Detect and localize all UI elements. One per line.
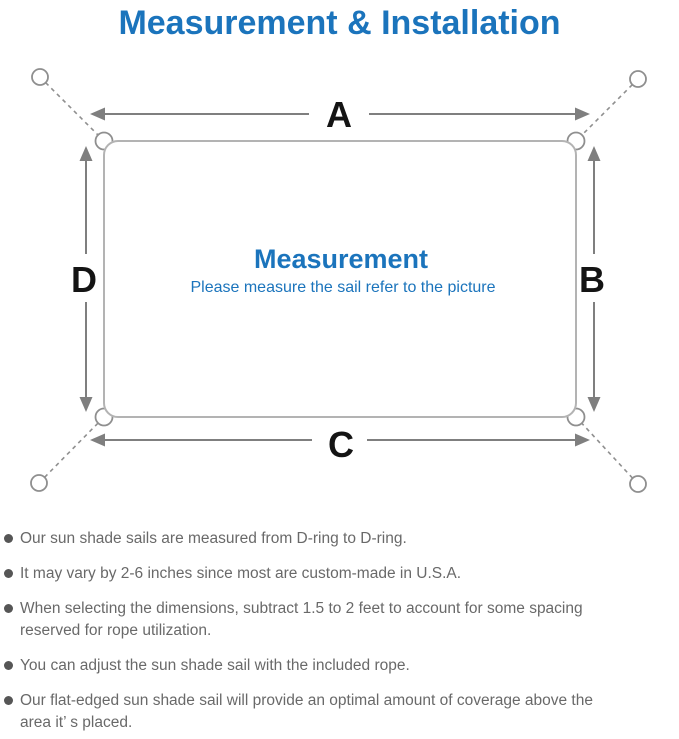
arrowhead-d-down-icon [79,397,93,412]
page-title: Measurement & Installation [118,4,561,42]
note-text: You can adjust the sun shade sail with t… [20,657,410,674]
list-item: You can adjust the sun shade sail with t… [0,655,679,677]
guy-line-bottom-right [575,416,639,485]
anchor-ring-bottom-right-icon [629,475,647,493]
dimension-label-d: D [71,259,97,300]
dimension-label-c: C [328,424,354,465]
arrowhead-c-right-icon [575,433,590,447]
note-text: When selecting the dimensions, subtract … [20,600,583,639]
note-text: It may vary by 2-6 inches since most are… [20,565,462,582]
list-item: Our flat-edged sun shade sail will provi… [0,690,679,734]
arrowhead-b-down-icon [587,397,601,412]
guy-lines [38,76,639,485]
bullet-icon [4,569,13,578]
anchor-ring-top-right-icon [629,70,647,88]
measurement-diagram: A C D B Measurement Please measure the s… [30,68,647,493]
dimension-label-a: A [326,94,352,135]
bullet-icon [4,696,13,705]
arrowhead-a-right-icon [575,107,590,121]
diagram-subheading: Please measure the sail refer to the pic… [190,279,495,296]
note-text: Our flat-edged sun shade sail will provi… [20,692,593,731]
bullet-icon [4,534,13,543]
guy-line-top-right [575,78,639,142]
arrowhead-b-up-icon [587,146,601,161]
guy-line-top-left [39,76,105,142]
note-text: Our sun shade sails are measured from D-… [20,530,407,547]
guy-line-bottom-left [38,416,105,484]
arrowhead-c-left-icon [90,433,105,447]
notes-list: Our sun shade sails are measured from D-… [0,528,679,739]
bullet-icon [4,604,13,613]
list-item: It may vary by 2-6 inches since most are… [0,563,679,585]
list-item: Our sun shade sails are measured from D-… [0,528,679,550]
arrowhead-d-up-icon [79,146,93,161]
anchor-ring-bottom-left-icon [30,474,48,492]
list-item: When selecting the dimensions, subtract … [0,598,679,642]
diagram-heading: Measurement [254,244,428,274]
anchor-ring-top-left-icon [31,68,49,86]
dimension-label-b: B [579,259,605,300]
bullet-icon [4,661,13,670]
sail-outline [103,140,577,418]
anchor-points [30,68,647,493]
arrowhead-a-left-icon [90,107,105,121]
